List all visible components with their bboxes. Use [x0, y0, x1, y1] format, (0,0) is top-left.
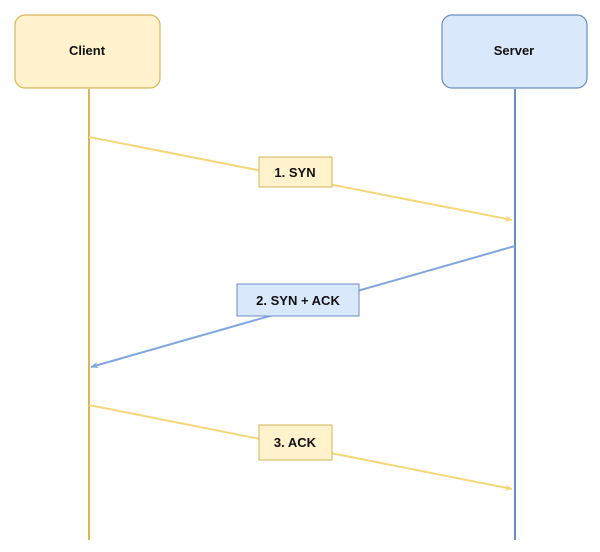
server-label: Server [494, 43, 534, 58]
client-participant[interactable]: Client [14, 14, 161, 89]
server-participant[interactable]: Server [441, 14, 588, 89]
syn-label: 1. SYN [274, 165, 315, 180]
server-box [441, 14, 588, 89]
message-syn[interactable]: 1. SYN [88, 136, 513, 222]
ack-label: 3. ACK [274, 435, 317, 450]
client-box [14, 14, 161, 89]
message-syn-ack[interactable]: 2. SYN + ACK [90, 245, 516, 369]
ack-label-box [258, 424, 333, 461]
syn-ack-label: 2. SYN + ACK [256, 293, 340, 308]
syn-label-box [258, 156, 333, 188]
client-label: Client [69, 43, 106, 58]
syn-ack-label-box [236, 283, 360, 317]
message-ack[interactable]: 3. ACK [88, 404, 513, 491]
